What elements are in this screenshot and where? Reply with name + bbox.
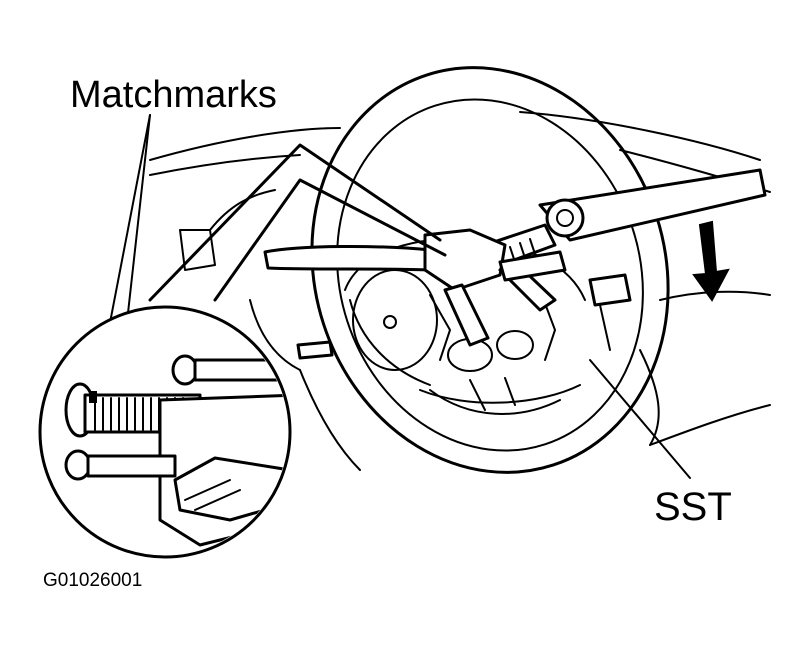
sst-leader-line: [589, 359, 691, 479]
figure-code: G01026001: [43, 570, 143, 591]
rotation-arrow-icon: [692, 220, 730, 302]
matchmarks-label: Matchmarks: [70, 74, 277, 116]
dashboard-outline: [149, 111, 771, 471]
sst-label: SST: [654, 485, 732, 529]
sst-puller-tool: [263, 168, 767, 360]
